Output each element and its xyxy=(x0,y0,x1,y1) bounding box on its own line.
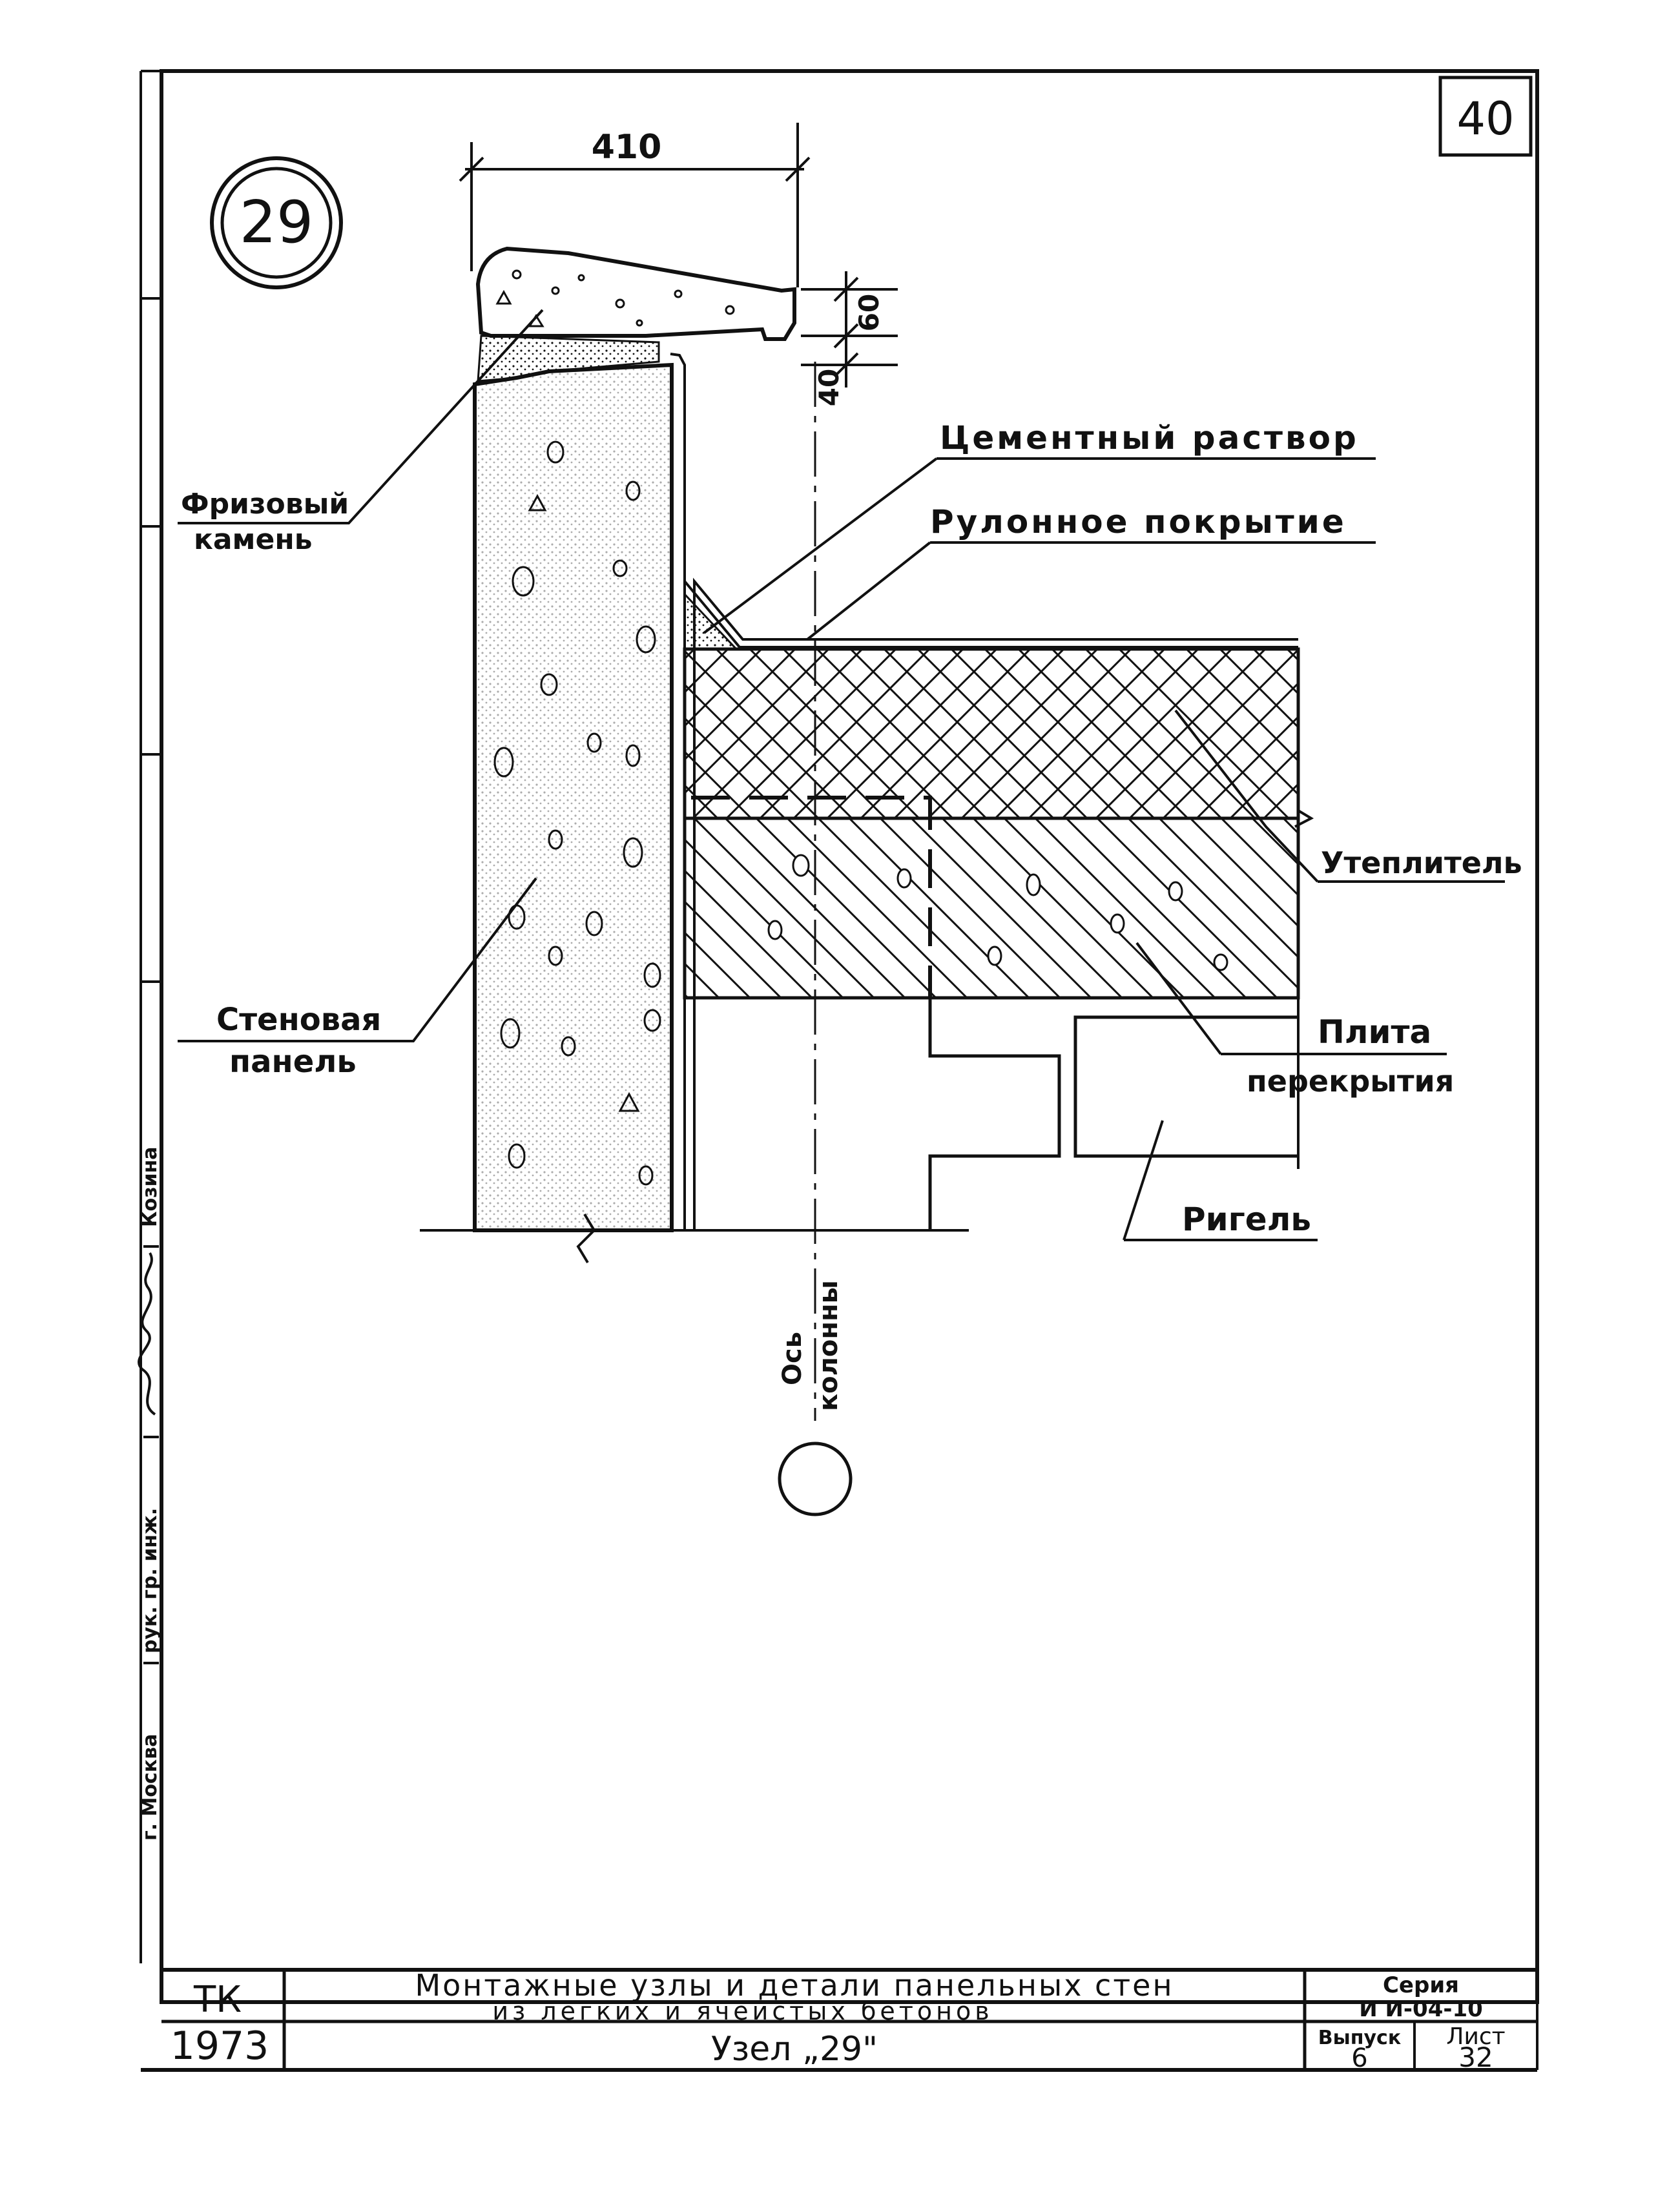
title-block xyxy=(161,1968,1537,2070)
stamp-role: рук. гр. инж. xyxy=(139,1508,161,1653)
node-number: 29 xyxy=(240,189,314,256)
stamp-city: г. Москва xyxy=(139,1734,161,1841)
stamp-signature xyxy=(138,1252,156,1416)
label-frieze-stone-2: камень xyxy=(194,523,313,556)
leader-lines xyxy=(178,309,1505,1241)
label-slab-1: Плита xyxy=(1318,1013,1431,1051)
insulation-layer xyxy=(683,647,1300,820)
node-marker: 29 xyxy=(210,156,343,289)
dimension-vertical: 60 40 xyxy=(801,271,898,406)
girder xyxy=(1073,1015,1298,1158)
side-stamp: г. Москва рук. гр. инж. Козина xyxy=(138,1146,161,1841)
column-axis-label-2: колонны xyxy=(814,1280,844,1411)
sheet-value: 32 xyxy=(1458,2041,1493,2073)
sheet-number: 40 xyxy=(1456,92,1514,145)
label-roll-covering: Рулонное покрытие xyxy=(930,503,1347,541)
label-girder: Ригель xyxy=(1182,1201,1311,1238)
title-year: 1973 xyxy=(171,2023,269,2069)
stamp-name: Козина xyxy=(139,1146,161,1227)
title-org: ТК xyxy=(193,1979,242,2021)
column-axis-label-1: Ось xyxy=(778,1332,807,1385)
issue-label: Выпуск xyxy=(1318,2027,1401,2049)
margin-ticks xyxy=(141,297,161,983)
sheet-number-box: 40 xyxy=(1438,76,1533,157)
title-line-2: из легких и ячеистых бетонов xyxy=(492,1997,993,2025)
column xyxy=(928,998,1061,1230)
dimension-60: 60 xyxy=(853,294,885,331)
label-cement-mortar: Цементный раствор xyxy=(940,419,1359,457)
label-slab-2: перекрытия xyxy=(1247,1064,1454,1099)
floor-slab xyxy=(683,796,1314,1000)
dimension-40: 40 xyxy=(813,369,845,406)
node-title: Узел „29" xyxy=(711,2030,878,2069)
label-insulation: Утеплитель xyxy=(1321,845,1522,880)
sheet-label: Лист xyxy=(1446,2023,1505,2050)
dimension-width: 410 xyxy=(459,123,811,287)
label-wall-panel-1: Стеновая xyxy=(216,1002,381,1038)
wall-aggregate xyxy=(493,440,661,1186)
label-frieze-stone-1: Фризовый xyxy=(181,488,349,521)
frieze-stone xyxy=(475,246,796,382)
series-value: И И-04-10 xyxy=(1359,1996,1483,2022)
dimension-410: 410 xyxy=(592,128,662,167)
title-line-1: Монтажные узлы и детали панельных стен xyxy=(415,1968,1174,2003)
issue-value: 6 xyxy=(1351,2043,1367,2073)
label-wall-panel-2: панель xyxy=(229,1044,357,1080)
series-label: Серия xyxy=(1383,1972,1459,1998)
